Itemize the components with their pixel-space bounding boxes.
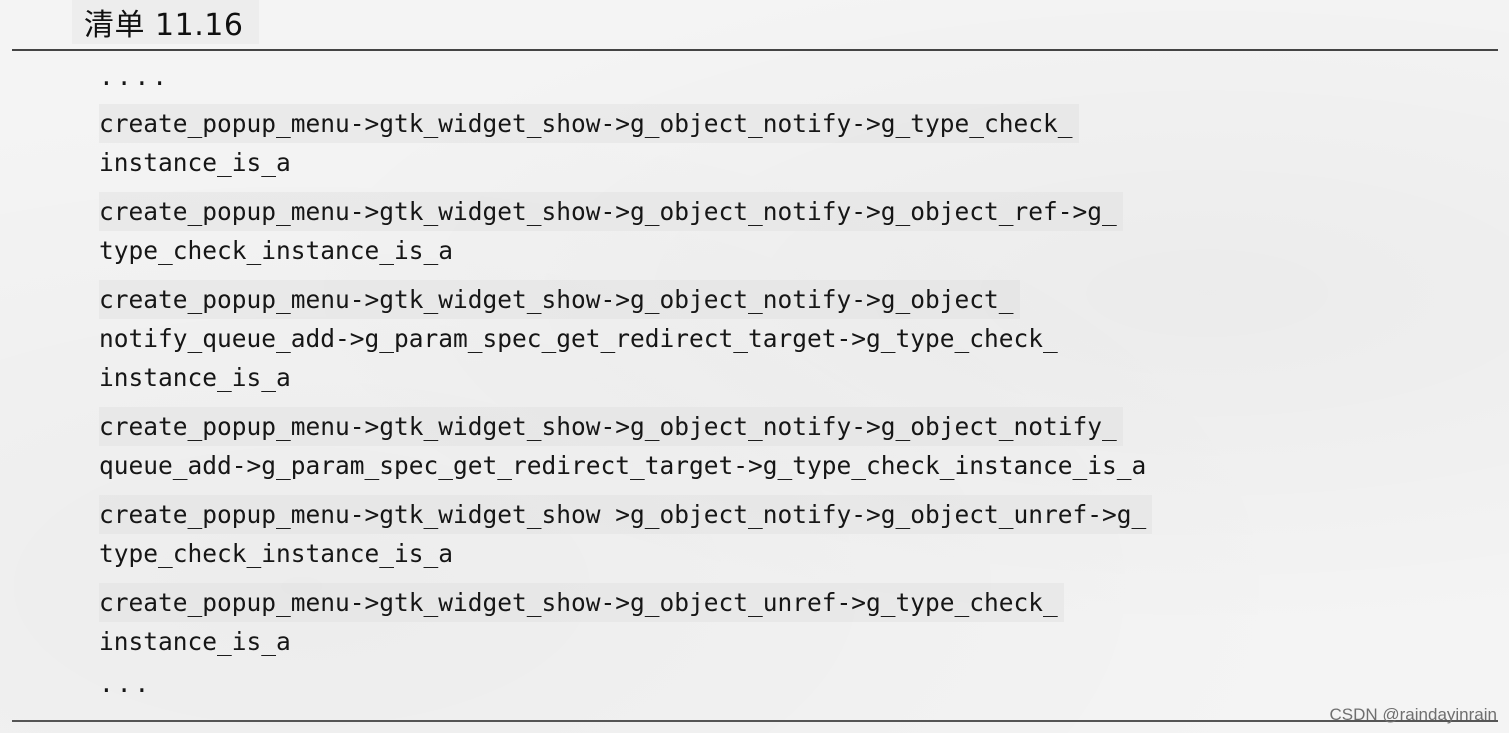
code-line: instance_is_a: [99, 363, 291, 392]
watermark: CSDN @raindayinrain: [1329, 705, 1498, 724]
code-line: create_popup_menu->gtk_widget_show >g_ob…: [99, 495, 1153, 534]
code-line: create_popup_menu->gtk_widget_show->g_ob…: [99, 583, 1064, 622]
code-line: type_check_instance_is_a: [99, 539, 454, 568]
code-line: queue_add->g_param_spec_get_redirect_tar…: [99, 451, 1147, 480]
call-chain-entry-4: create_popup_menu->gtk_widget_show->g_ob…: [99, 407, 1299, 485]
code-line: instance_is_a: [99, 627, 291, 656]
listing-title-box: 清单 11.16: [72, 0, 260, 44]
code-line: create_popup_menu->gtk_widget_show->g_ob…: [99, 104, 1079, 143]
call-chain-entry-6: create_popup_menu->gtk_widget_show->g_ob…: [99, 583, 1299, 661]
code-line: create_popup_menu->gtk_widget_show->g_ob…: [99, 280, 1020, 319]
call-chain-entry-1: create_popup_menu->gtk_widget_show->g_ob…: [99, 104, 1299, 182]
code-listing: .... create_popup_menu->gtk_widget_show-…: [99, 60, 1299, 701]
call-chain-entry-5: create_popup_menu->gtk_widget_show >g_ob…: [99, 495, 1299, 573]
code-line: type_check_instance_is_a: [99, 236, 454, 265]
call-chain-entry-3: create_popup_menu->gtk_widget_show->g_ob…: [99, 280, 1299, 397]
code-line: notify_queue_add->g_param_spec_get_redir…: [99, 324, 1058, 353]
bottom-rule: [12, 720, 1498, 722]
call-chain-entry-2: create_popup_menu->gtk_widget_show->g_ob…: [99, 192, 1299, 270]
listing-title: 清单 11.16: [84, 8, 244, 43]
code-line: create_popup_menu->gtk_widget_show->g_ob…: [99, 192, 1123, 231]
ellipsis-start: ....: [99, 62, 171, 91]
code-line: instance_is_a: [99, 148, 291, 177]
top-rule: [12, 49, 1498, 51]
ellipsis-end: ...: [99, 669, 153, 698]
code-line: create_popup_menu->gtk_widget_show->g_ob…: [99, 407, 1123, 446]
